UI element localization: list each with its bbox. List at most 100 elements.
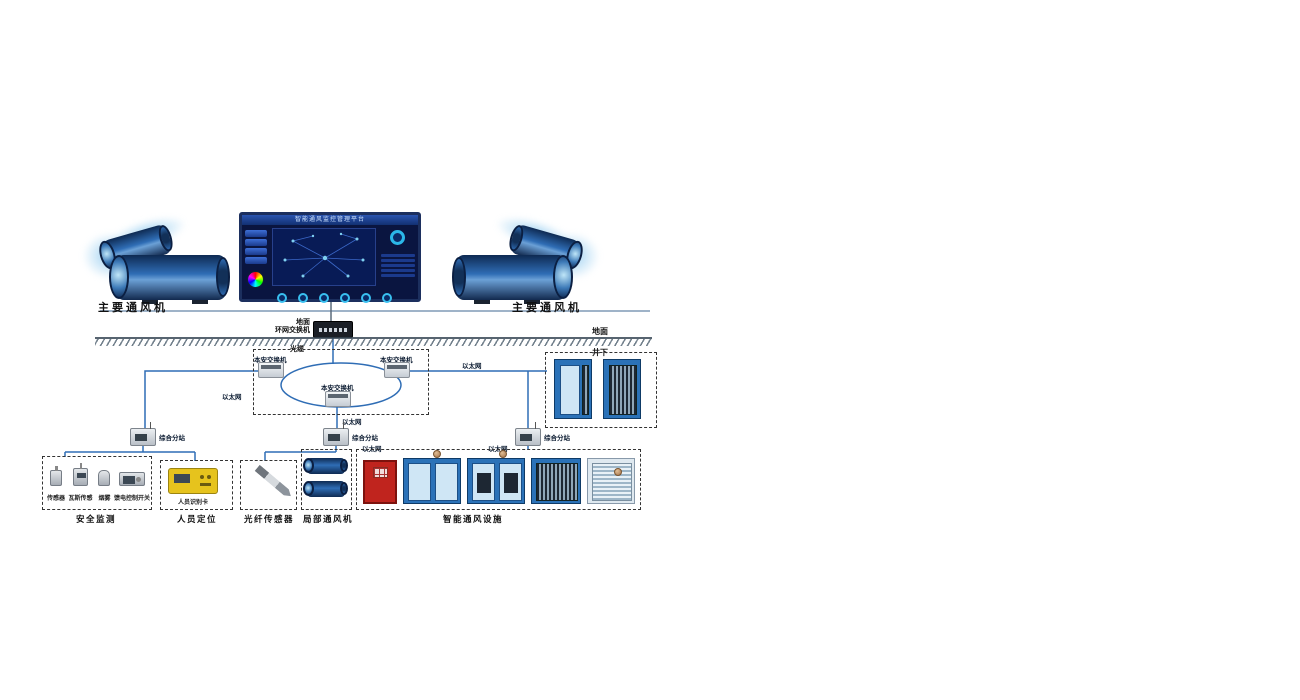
- ball-sensor: [433, 450, 441, 458]
- fan-duct-main: [452, 255, 573, 300]
- sensor-antenna: [80, 463, 82, 469]
- surface-switch-label: 地面 环网交换机: [258, 318, 310, 334]
- safety-device-label: 烟雾: [98, 495, 111, 502]
- group-title-fiber: 光纤传感器: [244, 515, 295, 525]
- ring-dashed-box: [253, 349, 429, 415]
- local-fan-2: [303, 481, 348, 497]
- monitor-gauge: [361, 293, 372, 303]
- fan-duct-main: [109, 255, 230, 300]
- safe-switch-1: [258, 362, 284, 378]
- group-box-fiber: [240, 460, 297, 510]
- fan-duct-ring: [340, 482, 348, 495]
- cabinet-door: [499, 463, 522, 501]
- switch-port: [339, 327, 342, 332]
- monitor-menu-panel: [245, 228, 267, 266]
- monitor-title-bar: 智能通风监控管理平台: [242, 215, 418, 225]
- substation-1: [130, 422, 156, 446]
- cabinet-dashed-box: [545, 352, 657, 428]
- switch-port: [334, 327, 337, 332]
- group-title-safety: 安全监测: [76, 515, 117, 525]
- monitor-gauge: [382, 293, 393, 303]
- cabinet-door: [472, 463, 495, 501]
- main-fan-left-label: 主要通风机: [98, 301, 168, 314]
- safe-switch-label-1: 本安交换机: [254, 356, 287, 364]
- ground-hatch-line: [95, 337, 652, 346]
- ethernet-label: 以太网: [342, 418, 362, 426]
- substation-label-2: 综合分站: [352, 434, 378, 442]
- monitor-network-map: [272, 228, 376, 286]
- switch-port: [329, 327, 332, 332]
- device-screen: [123, 476, 135, 484]
- fan-foot: [142, 300, 158, 304]
- network-map-graph: [283, 232, 365, 278]
- reader-screen: [174, 474, 190, 483]
- monitor-menu-button: [245, 257, 267, 264]
- ring-network-switch: [313, 321, 353, 338]
- monitor-menu-button: [245, 230, 267, 237]
- power-cabinet-door-2: [603, 359, 641, 419]
- safety-sensor-1: [50, 466, 62, 486]
- personnel-card-label: 人员识别卡: [177, 499, 208, 506]
- monitor-menu-button: [245, 239, 267, 246]
- switch-port: [319, 327, 322, 332]
- monitor-gauge: [340, 293, 351, 303]
- ground-label: 地面: [592, 327, 608, 336]
- substation-2: [323, 422, 349, 446]
- local-fan-1: [303, 458, 348, 474]
- group-title-smart-vent: 智能通风设施: [443, 515, 504, 525]
- vent-cabinet-2: [467, 458, 525, 504]
- fan-duct-ring: [216, 257, 230, 297]
- group-title-personnel: 人员定位: [177, 515, 218, 525]
- monitor-gauge: [298, 293, 309, 303]
- reader-button: [200, 483, 211, 486]
- switch-port: [344, 327, 347, 332]
- safe-switch-2: [384, 362, 410, 378]
- cabinet-grille: [582, 365, 589, 415]
- safe-switch-label-2: 本安交换机: [380, 356, 413, 364]
- safe-switch-label-3: 本安交换机: [321, 384, 354, 392]
- group-box-local-fan: [301, 449, 352, 510]
- door-window: [373, 467, 388, 478]
- fan-duct-cap: [109, 255, 129, 299]
- safety-sensor-3: [98, 470, 110, 486]
- cabinet-louver: [592, 463, 632, 501]
- fan-duct-ring: [452, 257, 466, 297]
- door-window: [477, 473, 491, 493]
- cabinet-grille: [536, 463, 578, 501]
- safety-device-label: 瓦斯传感: [68, 495, 93, 502]
- substation-label-3: 综合分站: [544, 434, 570, 442]
- feeder-control-switch-device: [119, 472, 145, 486]
- fan-foot: [192, 300, 208, 304]
- monitor-stat-bar: [381, 269, 415, 272]
- sensor-stem: [55, 466, 58, 471]
- surface-switch-label-line1: 地面: [296, 318, 310, 326]
- group-box-personnel: [160, 460, 233, 510]
- surface-switch-label-line2: 环网交换机: [275, 326, 310, 334]
- ethernet-label: 以太网: [462, 362, 482, 370]
- sensor-screen: [77, 473, 86, 478]
- cabinet-panel: [560, 365, 580, 415]
- control-monitor: 智能通风监控管理平台: [239, 212, 421, 303]
- reader-button: [200, 475, 204, 479]
- group-box-safety: [42, 456, 152, 510]
- air-door-red: [363, 460, 397, 504]
- ethernet-label: 以太网: [222, 393, 242, 401]
- monitor-gauge: [319, 293, 330, 303]
- main-fan-right: [442, 209, 600, 304]
- vent-cabinet-4: [587, 458, 635, 504]
- network-lines: [64, 338, 547, 461]
- cabinet-grille: [609, 365, 637, 415]
- fan-duct-ring: [340, 459, 348, 472]
- safe-switch-3: [325, 391, 351, 407]
- substation-3: [515, 422, 541, 446]
- safety-device-label: 馈电控制开关: [113, 495, 150, 502]
- ball-sensor: [614, 468, 622, 476]
- ball-sensor: [499, 450, 507, 458]
- cabinet-door: [408, 463, 431, 501]
- fan-duct-cap: [303, 458, 314, 473]
- monitor-color-wheel: [247, 271, 264, 288]
- cabinet-door: [435, 463, 458, 501]
- switch-port: [324, 327, 327, 332]
- monitor-gauge-donut: [390, 230, 405, 245]
